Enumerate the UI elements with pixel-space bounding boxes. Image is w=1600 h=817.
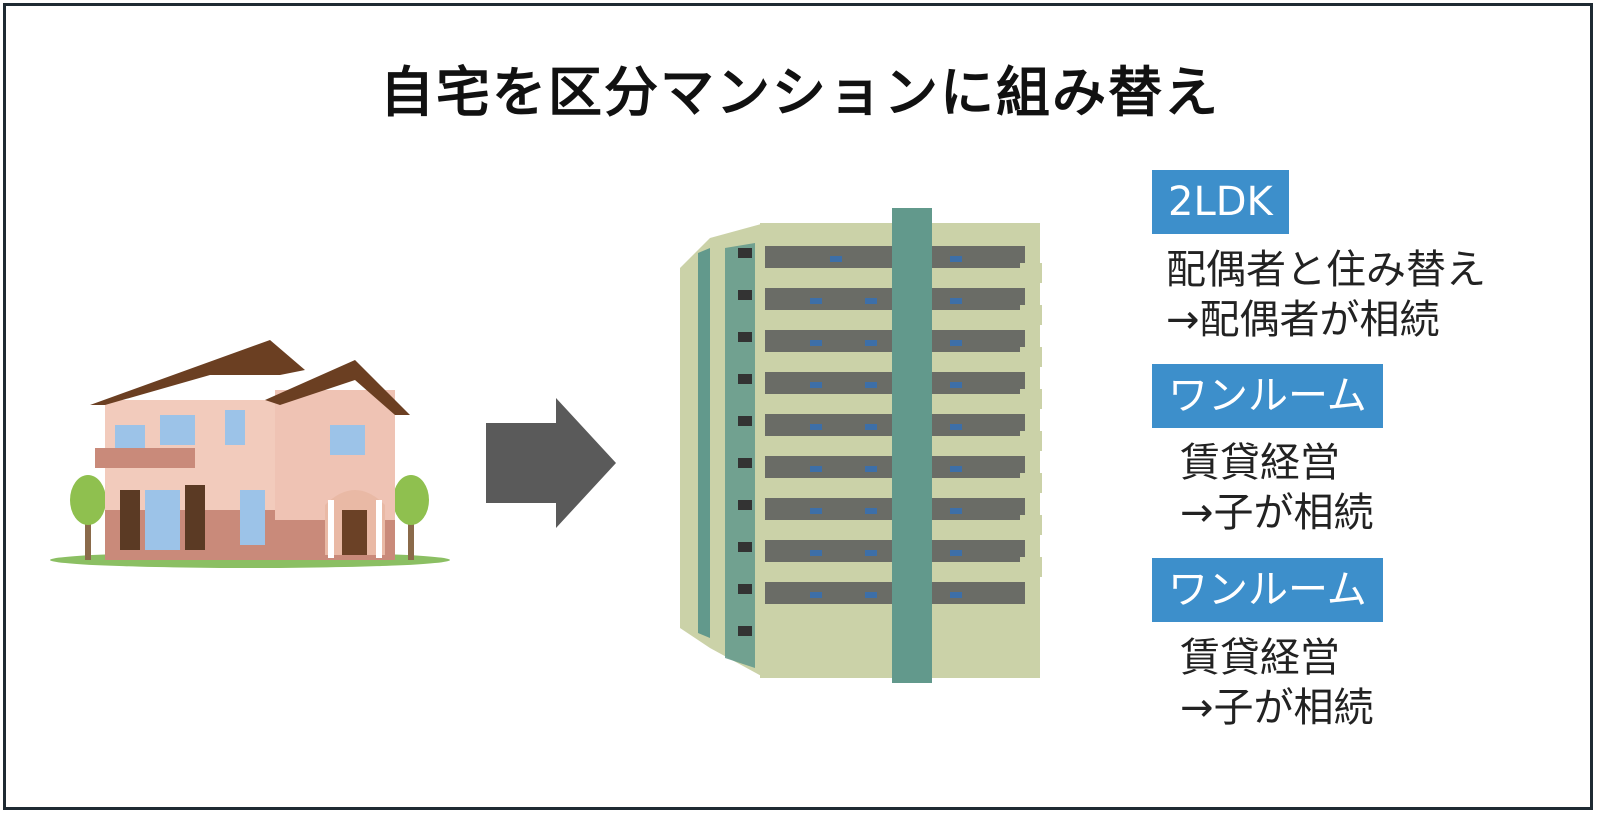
apartment-building-icon bbox=[680, 208, 1042, 683]
unit-description-one-room-2: 賃貸経営 →子が相続 bbox=[1180, 633, 1374, 733]
unit-description-line: →配偶者が相続 bbox=[1166, 297, 1440, 343]
unit-description-line: 賃貸経営 bbox=[1180, 635, 1340, 681]
unit-description-2ldk: 配偶者と住み替え →配偶者が相続 bbox=[1166, 245, 1486, 345]
unit-description-line: →子が相続 bbox=[1180, 490, 1374, 536]
arrow-right-icon bbox=[486, 398, 616, 528]
unit-label-one-room-2: ワンルーム bbox=[1152, 558, 1383, 622]
page-title: 自宅を区分マンションに組み替え bbox=[380, 61, 1220, 124]
unit-description-line: →子が相続 bbox=[1180, 685, 1374, 731]
unit-description-line: 賃貸経営 bbox=[1180, 440, 1340, 486]
unit-label-2ldk: 2LDK bbox=[1152, 170, 1289, 234]
unit-description-line: 配偶者と住み替え bbox=[1166, 247, 1486, 293]
unit-label-one-room-1: ワンルーム bbox=[1152, 364, 1383, 428]
unit-description-one-room-1: 賃貸経営 →子が相続 bbox=[1180, 438, 1374, 538]
house-icon bbox=[50, 340, 450, 568]
